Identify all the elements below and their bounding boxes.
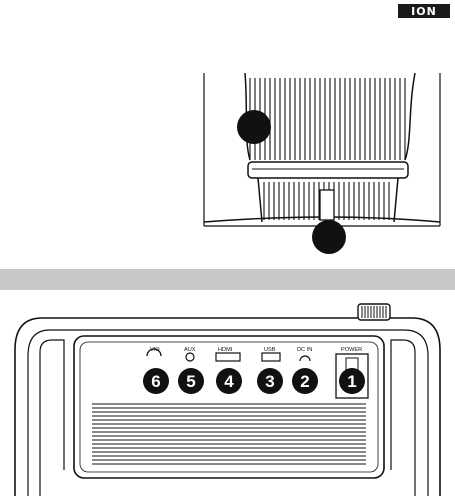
port-label: HDMI [218,347,233,353]
port-label: DC IN [297,347,312,353]
port-1: POWER 1 [339,347,365,394]
number-text: 1 [347,372,356,391]
number-text: 4 [224,372,234,391]
port-label: VIO [150,347,160,353]
port-label: USB [264,347,276,353]
port-label: POWER [341,347,362,353]
port-3: USB 3 [257,347,283,394]
number-text: 3 [265,372,274,391]
port-label: AUX [184,347,196,353]
number-text: 6 [151,372,160,391]
number-text: 5 [186,372,195,391]
port-5: AUX 5 [178,347,204,394]
port-4: HDMI 4 [216,347,242,394]
port-2: DC IN 2 [292,347,318,394]
port-6: VIO 6 [143,347,169,394]
number-text: 2 [300,372,309,391]
